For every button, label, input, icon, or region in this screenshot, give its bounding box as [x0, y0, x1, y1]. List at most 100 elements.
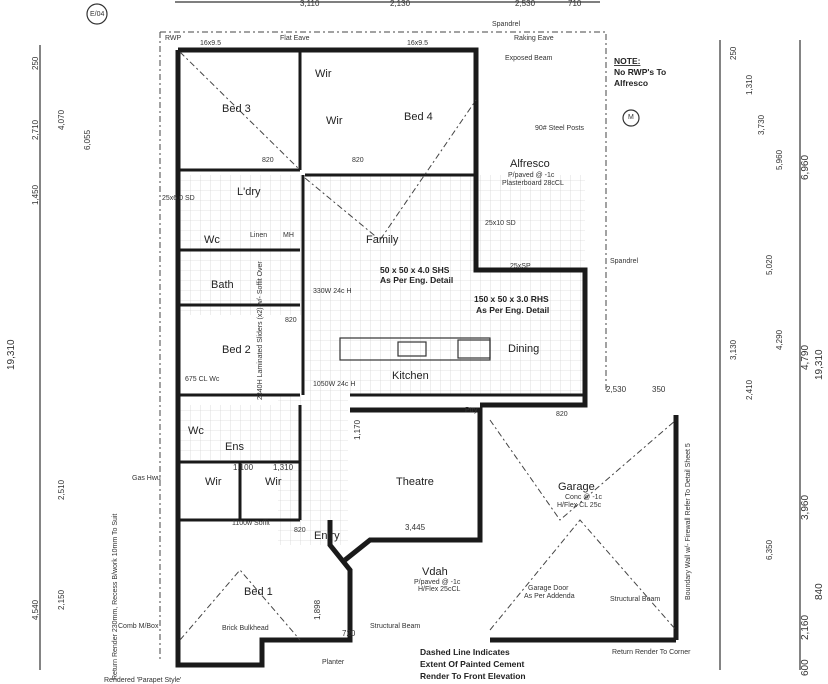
room-ensuite: Ens [225, 441, 244, 453]
exposed-beam-label: Exposed Beam [505, 55, 553, 62]
section-marker-icon [622, 109, 640, 127]
dimension: 4,790 [800, 345, 811, 370]
dimension: 350 [652, 385, 666, 394]
dimension: 250 [31, 56, 40, 70]
linen-label: Linen [250, 232, 267, 239]
dimension: 2,530 [515, 0, 536, 8]
eave-line [159, 31, 607, 660]
dimension: 1,310 [745, 74, 754, 95]
tiled-ensuite [178, 405, 278, 460]
tiled-living-area [305, 175, 585, 395]
theatre-wall [343, 407, 483, 562]
manhole-label: MH [283, 232, 294, 239]
room-verandah: Vdah [422, 566, 448, 578]
room-alfresco: Alfresco [510, 158, 550, 170]
planter: Planter [322, 659, 345, 666]
dimension: 2,160 [800, 615, 811, 640]
dimension: 1,898 [313, 599, 322, 620]
room-wir: Wir [315, 68, 332, 80]
door-width: 820 [352, 157, 364, 164]
door-width: 820 [285, 317, 297, 324]
room-theatre: Theatre [396, 476, 434, 488]
room-pantry: Ptry [465, 407, 478, 414]
garage-door-label: As Per Addenda [524, 593, 575, 600]
dimension: 4,070 [57, 109, 66, 130]
room-wc: Wc [204, 234, 220, 246]
shs-detail: As Per Eng. Detail [380, 275, 453, 285]
parapet-label: Rendered 'Parapet Style' [104, 677, 181, 684]
room-dining: Dining [508, 343, 539, 355]
cooktop [457, 339, 491, 359]
brick-bulkhead-label: Brick Bulkhead [222, 625, 269, 632]
dimension: 1,310 [273, 463, 294, 472]
sink [397, 341, 427, 357]
return-render-label: Return Render 230mm, Recess B/work 10mm … [112, 514, 119, 680]
top-dimensions: 3,110 2,130 2,530 710 [300, 0, 582, 8]
dimension: 19,310 [814, 349, 825, 380]
room-laundry: L'dry [237, 186, 261, 198]
room-kitchen: Kitchen [392, 370, 429, 382]
dashed-note: Render To Front Elevation [420, 671, 526, 681]
external-wall [175, 47, 588, 668]
dimension: 840 [814, 583, 825, 600]
dimension: 1,100 [233, 463, 254, 472]
rhs-label: 150 x 50 x 3.0 RHS [474, 294, 549, 304]
dimension: 5,960 [775, 149, 784, 170]
dimension: 2,710 [31, 119, 40, 140]
dimension: 6,350 [765, 539, 774, 560]
ceiling-lines [179, 51, 677, 641]
room-wir: Wir [205, 476, 222, 488]
room-bath: Bath [211, 279, 234, 291]
dimension: 3,960 [800, 495, 811, 520]
door-width: 820 [556, 411, 568, 418]
sliders-label: 2340H Laminated Sliders (x2) w/- Soffit … [257, 261, 264, 400]
dimension: 2,150 [57, 589, 66, 610]
boundary-wall-label: Boundary Wall w/- Firewall Refer To Deta… [685, 443, 692, 600]
verandah-note: P/paved @ -1c [414, 579, 461, 586]
sd-label: 25x10 SD [485, 220, 516, 227]
room-wir: Wir [265, 476, 282, 488]
garage-note: H/Flex CL 25c [557, 502, 602, 509]
dimension: 2,130 [390, 0, 411, 8]
dashed-note: Extent Of Painted Cement [420, 659, 525, 669]
window-spec: 330W 24c H [313, 288, 352, 295]
dimension: 2,510 [57, 479, 66, 500]
note-title: NOTE: [614, 56, 641, 66]
dimension-lines [39, 1, 801, 670]
room-bed1: Bed 1 [244, 586, 273, 598]
window-label: 16x9.5 [407, 40, 428, 47]
raking-eave-label: Raking Eave [514, 35, 554, 42]
spandrel-label: Spandrel [610, 258, 638, 265]
right-dimensions: 250 1,310 3,730 5,960 6,960 5,020 3,130 … [606, 46, 825, 676]
dimension: 1,170 [353, 419, 362, 440]
tiled-wet-area [178, 175, 306, 315]
shs-label: 50 x 50 x 4.0 SHS [380, 265, 450, 275]
note-text: No RWP's To [614, 67, 666, 77]
structural-beam-label: Structural Beam [610, 596, 660, 603]
return-render-label: Return Render To Corner [612, 649, 691, 656]
garage-door-label: Garage Door [528, 585, 569, 592]
sd-label: 25x6.0 SD [162, 195, 195, 202]
dashed-note: Dashed Line Indicates [420, 647, 510, 657]
elevation-marker: E/04 [90, 11, 105, 18]
room-wc: Wc [188, 425, 204, 437]
dimension: 600 [800, 659, 811, 676]
room-garage: Garage [558, 481, 595, 493]
window-spec: 1050W 24c H [313, 381, 355, 388]
door-width: 820 [262, 157, 274, 164]
sp-label: 25xSP [510, 263, 531, 270]
room-bed4: Bed 4 [404, 111, 433, 123]
rhs-detail: As Per Eng. Detail [476, 305, 549, 315]
elevation-marker-icon [86, 3, 108, 25]
garage-wall [490, 415, 679, 643]
dimension: 3,730 [757, 114, 766, 135]
garage-note: Conc @ -1c [565, 494, 603, 501]
alfresco-note: P/paved @ -1c [508, 172, 555, 179]
dimension: 19,310 [6, 339, 17, 370]
window-label: 16x9.5 [200, 40, 221, 47]
flat-eave-label: Flat Eave [280, 35, 310, 42]
dimension: 3,445 [405, 523, 426, 532]
ceiling-label: 675 CL Wc [185, 376, 220, 383]
dimension: 710 [568, 0, 582, 8]
